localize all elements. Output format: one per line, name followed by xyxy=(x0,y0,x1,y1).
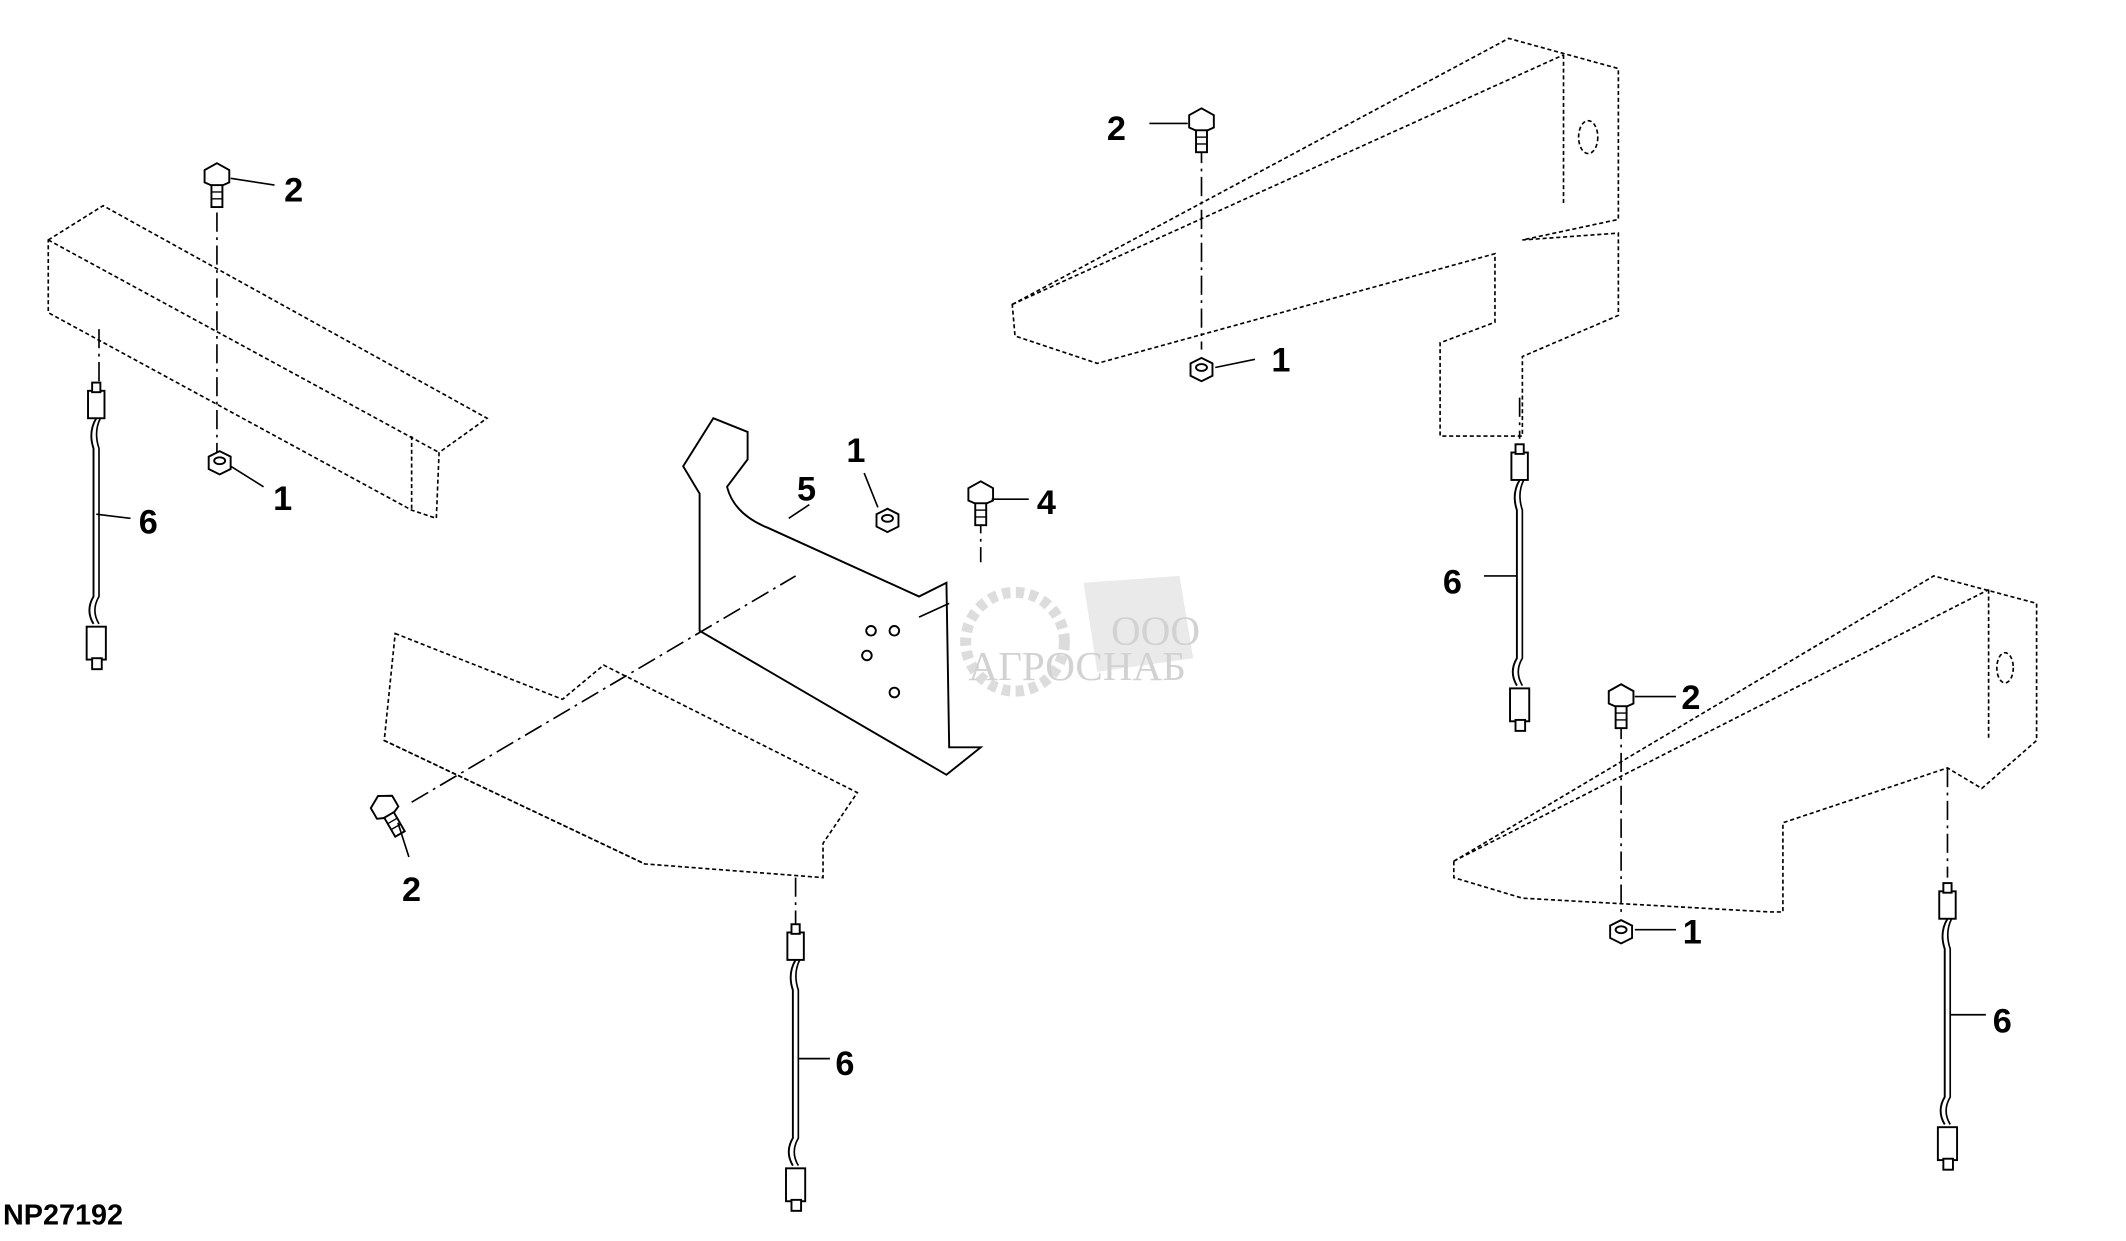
callout-4: 4 xyxy=(1037,484,1056,522)
bottom-right-frame xyxy=(1452,575,2038,1171)
callout-5: 5 xyxy=(797,471,816,509)
bolt-icon xyxy=(366,788,412,842)
wiring-harness-icon xyxy=(1936,882,1959,1171)
nut-icon xyxy=(207,450,232,476)
callout-6: 6 xyxy=(139,503,158,541)
screw-icon xyxy=(967,480,995,527)
callout-1: 1 xyxy=(1271,342,1290,380)
top-right-frame xyxy=(1011,37,1620,732)
callout-6: 6 xyxy=(1993,1003,2012,1041)
nut-icon xyxy=(1189,356,1214,383)
bolt-icon xyxy=(1607,683,1635,730)
callout-2: 2 xyxy=(402,871,421,909)
callout-1: 1 xyxy=(1683,913,1702,951)
callout-2: 2 xyxy=(1107,110,1126,148)
wiring-harness-icon xyxy=(1509,443,1531,732)
center-bracket xyxy=(366,417,1029,1212)
callout-2: 2 xyxy=(284,172,303,210)
nut-icon xyxy=(1609,919,1634,945)
callout-2: 2 xyxy=(1681,679,1700,717)
watermark-text: АГРОСНАБ xyxy=(968,643,1186,689)
callout-6: 6 xyxy=(1443,564,1462,602)
bolt-icon xyxy=(1188,107,1215,154)
callout-1: 1 xyxy=(846,432,865,470)
wiring-harness-icon xyxy=(85,381,107,671)
left-bracket xyxy=(47,162,489,671)
watermark-logo: ООО АГРОСНАБ xyxy=(960,575,1200,697)
callout-1: 1 xyxy=(273,480,292,518)
nut-icon xyxy=(875,507,900,534)
wiring-harness-icon xyxy=(785,923,807,1212)
bolt-icon xyxy=(203,162,231,209)
callout-6: 6 xyxy=(835,1045,854,1083)
figure-id: NP27192 xyxy=(3,1200,123,1232)
watermark-ooo: ООО xyxy=(1111,607,1200,653)
